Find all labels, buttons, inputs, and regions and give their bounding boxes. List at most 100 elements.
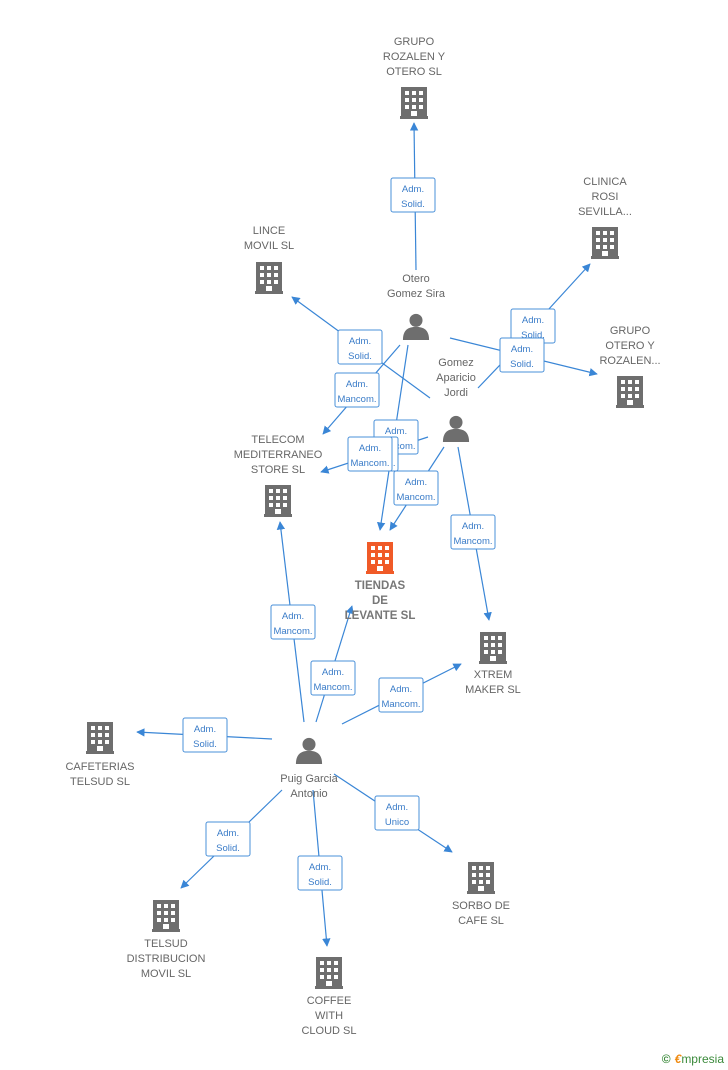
company-node[interactable] — [479, 632, 507, 664]
relation-badge[interactable]: Adm.Solid. — [205, 821, 251, 857]
node-label: Gomez Sira — [387, 288, 446, 300]
relation-badge-text: Mancom. — [313, 682, 352, 693]
relation-badge-box — [499, 337, 545, 373]
node-label: STORE SL — [251, 464, 305, 476]
person-node[interactable] — [295, 737, 323, 764]
node-label: CLOUD SL — [301, 1025, 356, 1037]
node-label: XTREM — [474, 669, 513, 681]
node-label: TELSUD SL — [70, 776, 130, 788]
focus-company-node[interactable] — [366, 542, 394, 574]
relation-badge[interactable]: Adm. Solid. — [337, 329, 383, 365]
relation-edge — [547, 263, 591, 311]
relation-badge-text: Solid. — [510, 359, 534, 370]
company-node[interactable] — [400, 87, 428, 119]
relation-badge[interactable]: Adm.Mancom. — [334, 372, 380, 408]
company-node[interactable] — [152, 900, 180, 932]
node-label: MOVIL SL — [244, 240, 294, 252]
company-node[interactable] — [255, 262, 283, 294]
building-icon — [86, 722, 114, 754]
relation-badge-text: Adm. — [385, 426, 407, 437]
relation-badge-box — [334, 372, 380, 408]
node-label: ROSI — [592, 191, 619, 203]
relation-badge-text: Unico — [385, 817, 409, 828]
relation-badge-text: Adm. — [359, 443, 381, 454]
relation-badge-text: Adm. — [462, 521, 484, 532]
relation-badge-box — [450, 514, 496, 550]
company-node[interactable] — [616, 376, 644, 408]
node-label: ROZALEN Y — [383, 51, 446, 63]
relation-badge-text: Solid. — [193, 739, 217, 750]
node-label: Antonio — [290, 788, 327, 800]
building-icon — [400, 87, 428, 119]
relation-badge[interactable]: Adm. Mancom. — [450, 514, 496, 550]
node-label: GRUPO — [610, 325, 651, 337]
relation-badge-text: Solid. — [521, 330, 545, 341]
relation-badge[interactable]: Adm. Solid. — [499, 337, 545, 373]
person-node[interactable] — [442, 415, 470, 442]
relation-badge[interactable]: Adm. Mancom. — [347, 436, 393, 472]
brand-name: mpresia — [681, 1052, 724, 1066]
node-label: OTERO SL — [386, 66, 442, 78]
relation-badge[interactable]: Adm. Mancom. — [393, 470, 439, 506]
relation-badge-box — [205, 821, 251, 857]
relation-badge[interactable]: Adm. Solid. — [390, 177, 436, 213]
relation-badge[interactable]: Adm.Solid. — [297, 855, 343, 891]
person-icon — [442, 415, 470, 442]
relation-badge-box — [297, 855, 343, 891]
node-label: MAKER SL — [465, 684, 521, 696]
relation-badge-text: Mancom. — [453, 536, 492, 547]
relation-badge-text: Adm. — [349, 336, 371, 347]
relation-badge-text: Adm. — [194, 724, 216, 735]
person-icon — [402, 313, 430, 340]
building-icon — [479, 632, 507, 664]
relation-badge-text: Adm. — [390, 684, 412, 695]
relation-badge-text: Adm. — [346, 379, 368, 390]
node-label: Puig Garcia — [280, 773, 338, 785]
relation-badge-text: Adm. — [402, 184, 424, 195]
node-label: OTERO Y — [605, 340, 655, 352]
relation-badge[interactable]: Adm.Mancom. — [270, 604, 316, 640]
relation-badge-text: Adm. — [405, 477, 427, 488]
relation-badge-box — [347, 436, 393, 472]
relation-badge-box — [270, 604, 316, 640]
building-icon — [255, 262, 283, 294]
company-node[interactable] — [264, 485, 292, 517]
building-icon — [616, 376, 644, 408]
relation-badge-text: Solid. — [348, 351, 372, 362]
company-node[interactable] — [315, 957, 343, 989]
company-node[interactable] — [467, 862, 495, 894]
relation-badge-text: Solid. — [401, 199, 425, 210]
copyright-icon: © — [661, 1052, 671, 1066]
node-label: TELECOM — [251, 434, 304, 446]
relation-badge[interactable]: Adm.Mancom. — [310, 660, 356, 696]
relation-badge[interactable]: Adm.Unico — [374, 795, 420, 831]
empresia-logo-icon: € — [674, 1052, 682, 1066]
relation-badge-box — [393, 470, 439, 506]
company-node[interactable] — [86, 722, 114, 754]
building-icon — [591, 227, 619, 259]
company-node[interactable] — [591, 227, 619, 259]
relation-badge-text: Adm. — [217, 828, 239, 839]
relation-badge-box — [337, 329, 383, 365]
relation-badge-text: Mancom. — [350, 458, 389, 469]
building-icon — [467, 862, 495, 894]
node-label: GRUPO — [394, 36, 435, 48]
relation-badge[interactable]: Adm. Solid. — [182, 717, 228, 753]
relation-badge-text: Adm. — [511, 344, 533, 355]
building-icon — [315, 957, 343, 989]
node-label: DISTRIBUCION — [127, 953, 206, 965]
node-label: LINCE — [253, 225, 285, 237]
person-node[interactable] — [402, 313, 430, 340]
relation-badge[interactable]: Adm.Mancom. — [378, 677, 424, 713]
node-label: SORBO DE — [452, 900, 510, 912]
relation-badge-text: Adm. — [309, 862, 331, 873]
relation-badge-text: Mancom. — [396, 492, 435, 503]
node-label: MEDITERRANEO — [234, 449, 323, 461]
node-label: COFFEE — [307, 995, 352, 1007]
node-label: CAFETERIAS — [65, 761, 134, 773]
node-label: Jordi — [444, 387, 468, 399]
node-label: DE — [372, 595, 388, 607]
node-label: Gomez — [438, 357, 473, 369]
building-icon — [264, 485, 292, 517]
